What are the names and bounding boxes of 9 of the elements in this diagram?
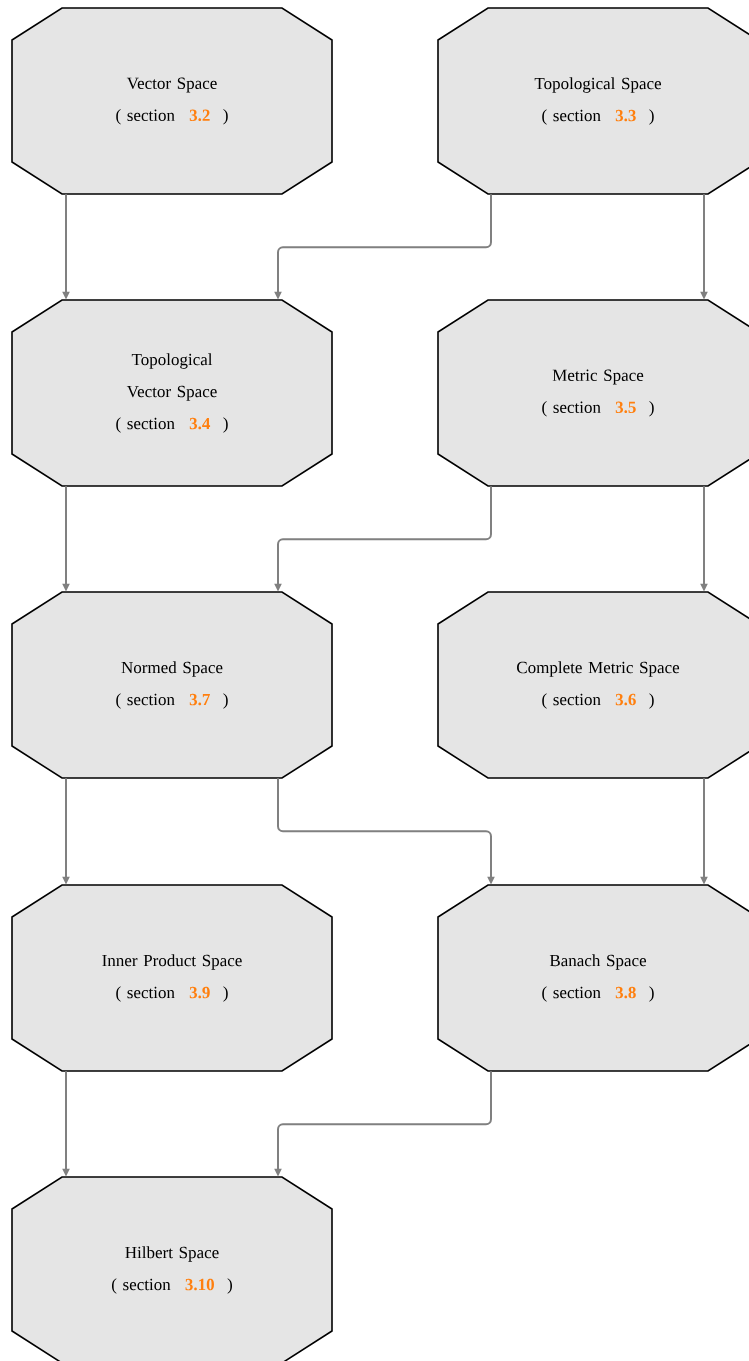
octagon-box: Complete Metric Space ( section 3.6 ) [437,591,749,779]
octagon-box: Metric Space ( section 3.5 ) [437,299,749,487]
octagon-box: Normed Space ( section 3.7 ) [11,591,333,779]
octagon-box: Banach Space ( section 3.8 ) [437,884,749,1072]
octagon-box: Topological Space ( section 3.3 ) [437,7,749,195]
octagon-box: Topological Vector Space ( section 3.4 ) [11,299,333,487]
octagon-box: Hilbert Space ( section 3.10 ) [11,1176,333,1361]
octagon-box: Vector Space ( section 3.2 ) [11,7,333,195]
octagon-box: Inner Product Space ( section 3.9 ) [11,884,333,1072]
